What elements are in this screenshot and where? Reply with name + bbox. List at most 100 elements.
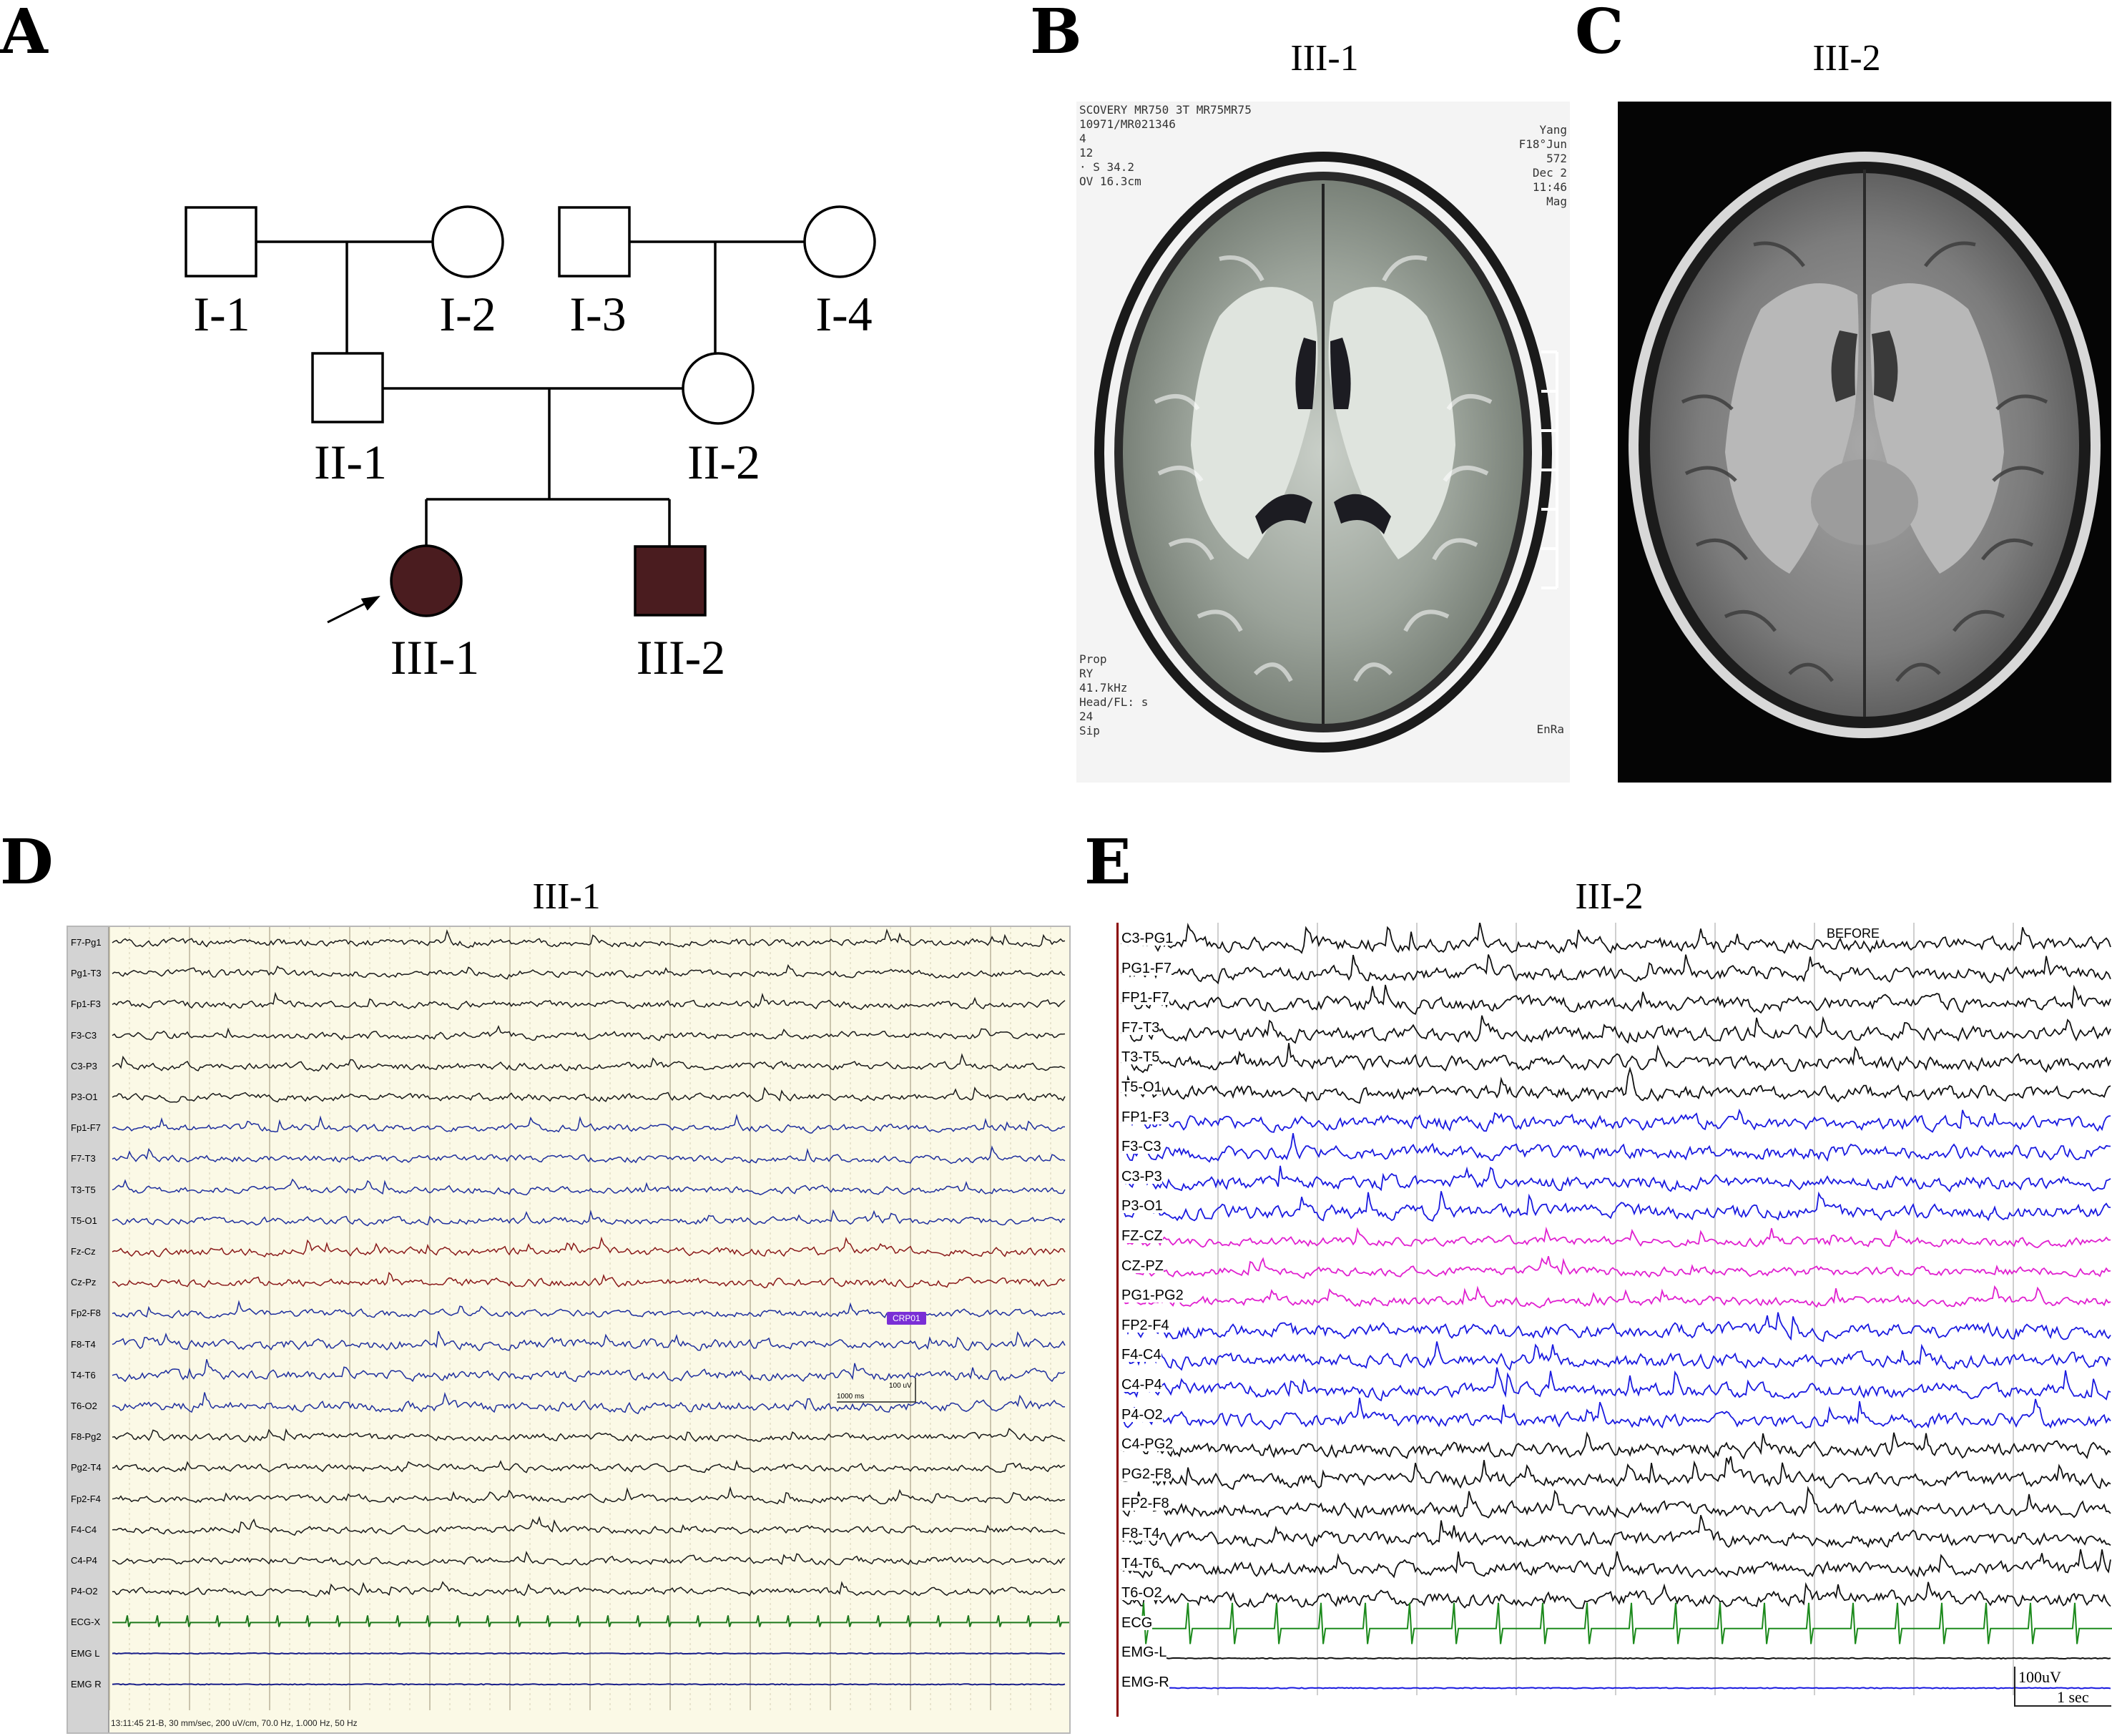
- channel-label: T4-T6: [71, 1369, 96, 1381]
- channel-label: ECG: [1121, 1614, 1153, 1631]
- eeg-trace: [112, 1652, 1066, 1655]
- channel-label: Fp2-F8: [71, 1308, 101, 1319]
- channel-label: Pg2-T4: [71, 1462, 102, 1473]
- eeg-trace: [1121, 1515, 2111, 1549]
- ecg-trace: [1121, 1602, 2112, 1644]
- mri-overlay-bottom-left: Prop RY 41.7kHz Head/FL: s 24 Sip: [1079, 652, 1149, 737]
- symbol-i3: [558, 206, 631, 278]
- label-ii1: II-1: [314, 435, 387, 489]
- channel-label: T3-T5: [1121, 1049, 1160, 1066]
- eeg-trace: [1121, 923, 2111, 954]
- channel-label: EMG-R: [1121, 1674, 1169, 1690]
- channel-label: T4-T6: [1121, 1555, 1160, 1571]
- eeg-channel-sidebar: [68, 927, 109, 1732]
- channel-label: F7-T3: [1121, 1019, 1160, 1036]
- eeg-trace: [112, 1486, 1066, 1505]
- channel-label: P4-O2: [1121, 1406, 1163, 1423]
- eeg-trace: [112, 1272, 1066, 1289]
- channel-label: Fp1-F7: [71, 1122, 101, 1134]
- channel-label: Fp1-F3: [71, 999, 101, 1010]
- eeg-trace: [1121, 1341, 2111, 1371]
- eeg-trace: [1121, 1549, 2111, 1579]
- eeg-trace: [112, 1516, 1066, 1536]
- channel-label: C4-P4: [71, 1555, 97, 1566]
- channel-label: F3-C3: [71, 1029, 97, 1041]
- scale-bar: [837, 1378, 916, 1403]
- channel-label: F7-T3: [71, 1153, 96, 1164]
- channel-label: FP1-F3: [1121, 1109, 1169, 1125]
- eeg-trace: [1121, 1398, 2111, 1431]
- eeg-trace: [1121, 1255, 2111, 1279]
- eeg-trace: [112, 1428, 1066, 1443]
- eeg-trace: [1121, 1486, 2111, 1519]
- symbol-i4: [803, 205, 876, 278]
- eeg-trace: [1121, 1165, 2111, 1192]
- eeg-trace: [112, 1209, 1066, 1227]
- eeg-trace: [112, 1113, 1065, 1134]
- label-i4: I-4: [815, 287, 873, 341]
- eeg-trace: [1121, 1015, 2111, 1044]
- eeg-trace: [1121, 1581, 2111, 1609]
- channel-label: F8-Pg2: [71, 1431, 102, 1443]
- eeg-trace: [112, 963, 1066, 980]
- channel-label: Pg1-T3: [71, 968, 102, 979]
- channel-label: FP1-F7: [1121, 990, 1169, 1006]
- eeg-trace: [112, 991, 1066, 1011]
- scale-bar: [2014, 1667, 2111, 1707]
- eeg-trace: [1121, 1191, 2111, 1222]
- label-i3: I-3: [569, 287, 627, 341]
- symbol-i2: [431, 205, 504, 278]
- channel-label: Fz-Cz: [71, 1246, 96, 1257]
- channel-label: F3-C3: [1121, 1139, 1161, 1155]
- eeg-trace: [1121, 1312, 2111, 1343]
- channel-label: Cz-Pz: [71, 1277, 97, 1288]
- channel-label: T3-T5: [71, 1184, 96, 1195]
- panel-b-title: III-1: [1290, 38, 1359, 79]
- channel-label: P3-O1: [71, 1092, 98, 1102]
- channel-label: T5-O1: [1121, 1079, 1162, 1095]
- channel-label: FP2-F8: [1121, 1496, 1169, 1512]
- channel-label: C4-PG2: [1121, 1436, 1174, 1453]
- eeg-traces-iii1: [109, 927, 1069, 1710]
- eeg-traces-iii2: [1121, 923, 2112, 1707]
- panel-e-title: III-2: [1575, 876, 1644, 917]
- label-i1: I-1: [193, 287, 250, 341]
- scale-amp-label: 100 uV: [889, 1382, 912, 1390]
- eeg-trace: [112, 1086, 1066, 1103]
- eeg-trace: [1121, 984, 2111, 1015]
- scale-amp-label-e: 100uV: [2018, 1668, 2061, 1686]
- eeg-trace: [112, 1025, 1066, 1041]
- panel-b-letter: B: [1030, 0, 1082, 68]
- channel-label: F7-Pg1: [71, 937, 102, 948]
- symbol-ii1: [311, 352, 384, 423]
- event-tag: CRP01: [887, 1312, 926, 1325]
- eeg-trace: [1121, 954, 2111, 985]
- channel-label: EMG L: [71, 1647, 100, 1659]
- channel-label: CZ-PZ: [1121, 1257, 1164, 1274]
- symbol-iii2: [634, 545, 707, 617]
- symbol-i1: [185, 206, 257, 278]
- panel-c-title: III-2: [1812, 38, 1881, 79]
- eeg-trace: [112, 928, 1066, 948]
- mri-overlay-bottom-right: EnRa: [1536, 722, 1564, 736]
- eeg-trace: [112, 1330, 1066, 1352]
- panel-d-title: III-1: [532, 876, 601, 917]
- ecg-trace: [112, 1615, 1069, 1627]
- channel-label: FZ-CZ: [1121, 1228, 1163, 1244]
- label-iii1: III-1: [390, 630, 480, 685]
- channel-label: C3-P3: [1121, 1168, 1162, 1185]
- before-marker: BEFORE: [1827, 926, 1880, 941]
- panel-a-letter: A: [0, 0, 48, 68]
- eeg-trace: [1121, 1066, 2111, 1104]
- eeg-trace: [112, 1145, 1066, 1164]
- panel-e-letter: E: [1084, 826, 1131, 898]
- pedigree-diagram: [185, 205, 876, 624]
- eeg-trace: [112, 1551, 1066, 1566]
- label-i2: I-2: [439, 287, 496, 341]
- symbol-ii2: [682, 352, 755, 425]
- scale-time-label: 1000 ms: [837, 1393, 865, 1401]
- channel-label: PG1-PG2: [1121, 1288, 1184, 1304]
- eeg-trace: [1121, 1133, 2111, 1163]
